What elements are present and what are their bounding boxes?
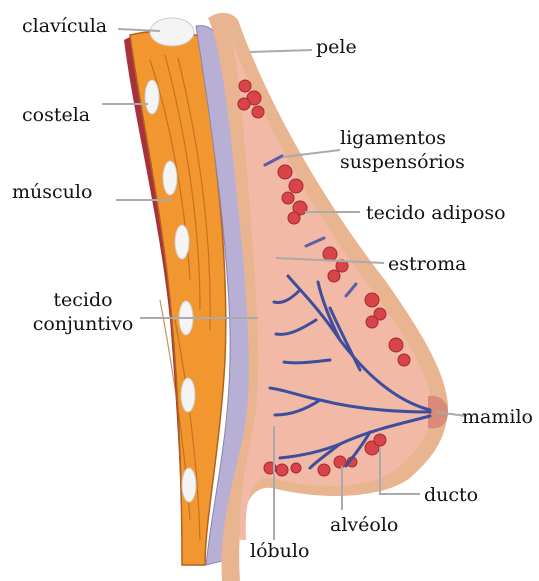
label-lobulo: lóbulo: [250, 540, 309, 562]
label-clavicula: clavícula: [22, 15, 107, 37]
label-pele: pele: [316, 36, 357, 58]
label-estroma: estroma: [388, 253, 467, 275]
rib: [145, 80, 159, 114]
rib: [175, 225, 189, 259]
rib: [181, 378, 195, 412]
label-musculo: músculo: [12, 181, 92, 203]
label-tecido-conjuntivo-line1: tecido: [28, 288, 138, 312]
label-ligamentos-line2: suspensórios: [340, 150, 465, 174]
label-ligamentos-suspensorios: ligamentos suspensórios: [340, 126, 465, 174]
label-ducto: ducto: [424, 484, 478, 506]
label-tecido-conjuntivo-line2: conjuntivo: [28, 312, 138, 336]
rib: [182, 468, 196, 502]
leader-pele: [250, 50, 312, 52]
label-mamilo: mamilo: [462, 406, 533, 428]
label-tecido-conjuntivo: tecido conjuntivo: [28, 288, 138, 336]
label-tecido-adiposo: tecido adiposo: [366, 202, 506, 224]
label-alveolo: alvéolo: [330, 514, 398, 536]
rib: [163, 161, 177, 195]
clavicle: [150, 18, 194, 46]
label-costela: costela: [22, 104, 90, 126]
label-ligamentos-line1: ligamentos: [340, 126, 465, 150]
